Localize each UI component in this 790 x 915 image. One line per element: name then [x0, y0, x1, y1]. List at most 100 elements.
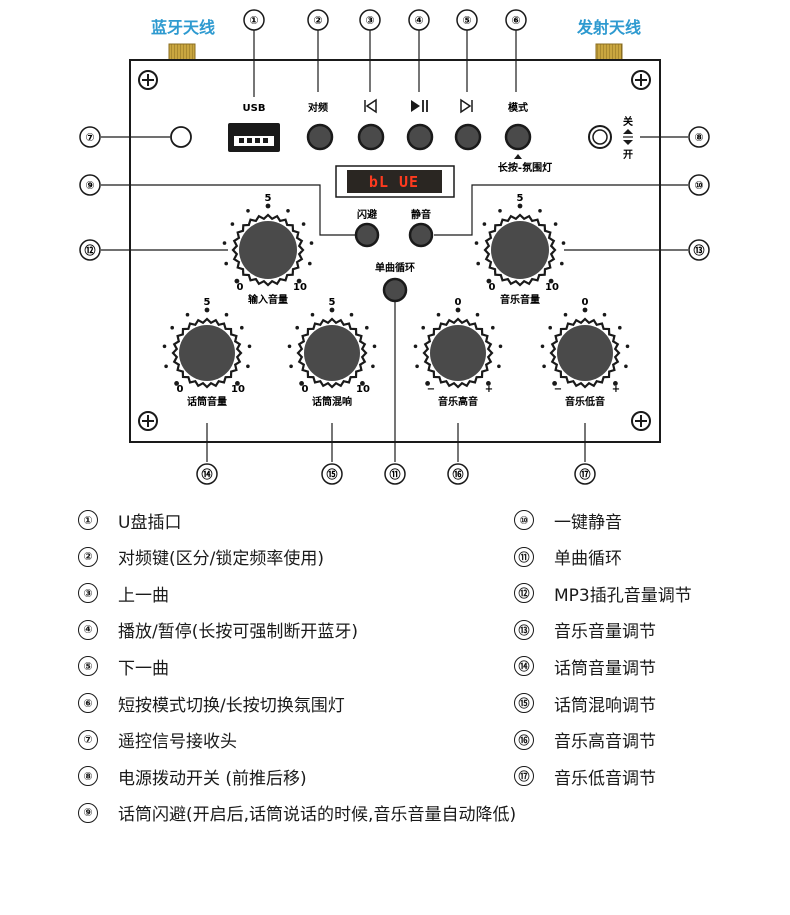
scale-dot [329, 307, 335, 313]
scale-dot [295, 325, 300, 330]
play-pause-icon [411, 100, 428, 112]
scale-dot [162, 344, 167, 349]
knob-top-tick: 5 [265, 193, 272, 204]
power-switch[interactable] [588, 125, 612, 149]
scale-dot [476, 261, 481, 266]
scale-dot [552, 381, 557, 386]
scale-dot [497, 364, 501, 369]
knob-max-label: 10 [231, 384, 245, 395]
callout-bottom-4: ⑯ [447, 463, 469, 485]
scale-dot [561, 241, 566, 245]
legend-text: MP3插孔音量调节 [554, 585, 692, 606]
callout-12-number: ⑫ [85, 243, 96, 257]
scale-dot [287, 344, 292, 349]
scale-dot [235, 381, 240, 386]
next-track-icon [460, 98, 473, 114]
knob-min-label: 0 [177, 384, 184, 395]
scale-dot [413, 344, 418, 349]
knob-cap [557, 325, 613, 381]
transmit-antenna-label: 发射天线 [576, 18, 641, 37]
legend-item: ⑰ 音乐低音调节 [514, 763, 656, 789]
legend-number: ⑧ [78, 766, 98, 787]
scale-dot [540, 344, 545, 349]
knob-min-label: − [554, 384, 562, 395]
knob-max-label: + [485, 384, 493, 395]
callout-9: ⑨ [79, 174, 101, 196]
knob-2[interactable] [474, 203, 566, 287]
knob-4[interactable] [287, 307, 377, 389]
legend-number: ② [78, 546, 98, 567]
pair-button-label: 对频 [308, 101, 328, 114]
screw-icon [138, 70, 158, 90]
knob-label: 音乐低音 [565, 395, 605, 408]
legend-number: ④ [78, 619, 98, 640]
legend-number: ⑰ [514, 766, 534, 787]
knob-6[interactable] [540, 307, 630, 389]
legend-number: ⑭ [514, 656, 534, 677]
next-track-button[interactable] [454, 123, 482, 151]
scale-dot [224, 312, 229, 317]
legend-number: ③ [78, 583, 98, 604]
mode-long-press-label: 长按-氛围灯 [498, 161, 552, 174]
scale-dot [222, 241, 227, 245]
scale-dot [234, 278, 240, 284]
legend-number: ⑦ [78, 729, 98, 750]
callout-13: ⑬ [688, 239, 710, 261]
scale-dot [365, 325, 369, 330]
legend-text: 音乐低音调节 [554, 768, 656, 789]
scale-dot [185, 312, 190, 317]
scale-dot [299, 381, 304, 386]
scale-dot [553, 222, 558, 226]
knob-1[interactable] [222, 203, 314, 287]
pair-button[interactable] [306, 123, 334, 151]
scale-dot [548, 325, 552, 330]
scale-dot [230, 222, 235, 226]
scale-dot [247, 344, 252, 349]
callout-top-1-number: ① [249, 14, 258, 27]
callout-10: ⑩ [688, 174, 710, 196]
scale-dot [498, 344, 503, 349]
legend-text: 电源拨动开关 (前推后移) [118, 768, 307, 789]
mode-button-label: 模式 [508, 101, 528, 114]
usb-port[interactable] [228, 123, 280, 152]
scale-dot [204, 307, 210, 313]
knob-min-label: 0 [237, 282, 244, 293]
callout-bottom-1-number: ⑭ [202, 467, 213, 481]
ir-receiver [170, 126, 192, 148]
single-loop-button[interactable] [382, 277, 408, 303]
scale-dot [625, 344, 630, 349]
scale-dot [265, 203, 271, 209]
bluetooth-antenna-label: 蓝牙天线 [151, 18, 215, 37]
knob-label: 话筒混响 [312, 395, 352, 408]
knob-3[interactable] [162, 307, 252, 389]
scale-dot [246, 209, 250, 213]
previous-track-button[interactable] [357, 123, 385, 151]
screw-icon [631, 411, 651, 431]
scale-dot [309, 241, 314, 245]
scale-dot [170, 325, 174, 330]
play-pause-button[interactable] [406, 123, 434, 151]
knob-min-label: − [427, 384, 435, 395]
transmit-antenna-connector [595, 43, 623, 62]
knob-cap [304, 325, 360, 381]
callout-bottom-2-number: ⑮ [327, 467, 338, 481]
legend-number: ⑩ [514, 510, 534, 530]
callout-8: ⑧ [688, 126, 710, 148]
panel-diagram: 蓝牙天线 发射天线 USB [79, 9, 710, 485]
knob-min-label: 0 [489, 282, 496, 293]
duck-button[interactable] [354, 222, 380, 248]
mode-button[interactable] [504, 123, 532, 151]
scale-dot [498, 209, 502, 213]
mute-button[interactable] [408, 222, 434, 248]
legend-text: 话筒音量调节 [554, 658, 656, 679]
legend-text: 音乐音量调节 [554, 622, 656, 643]
knob-5[interactable] [413, 307, 503, 389]
legend-text: 遥控信号接收头 [118, 732, 237, 753]
scale-dot [563, 312, 568, 317]
legend-text: 话筒闪避(开启后,话筒说话的时候,音乐音量自动降低) [118, 805, 517, 826]
knob-label: 话筒音量 [187, 395, 227, 408]
